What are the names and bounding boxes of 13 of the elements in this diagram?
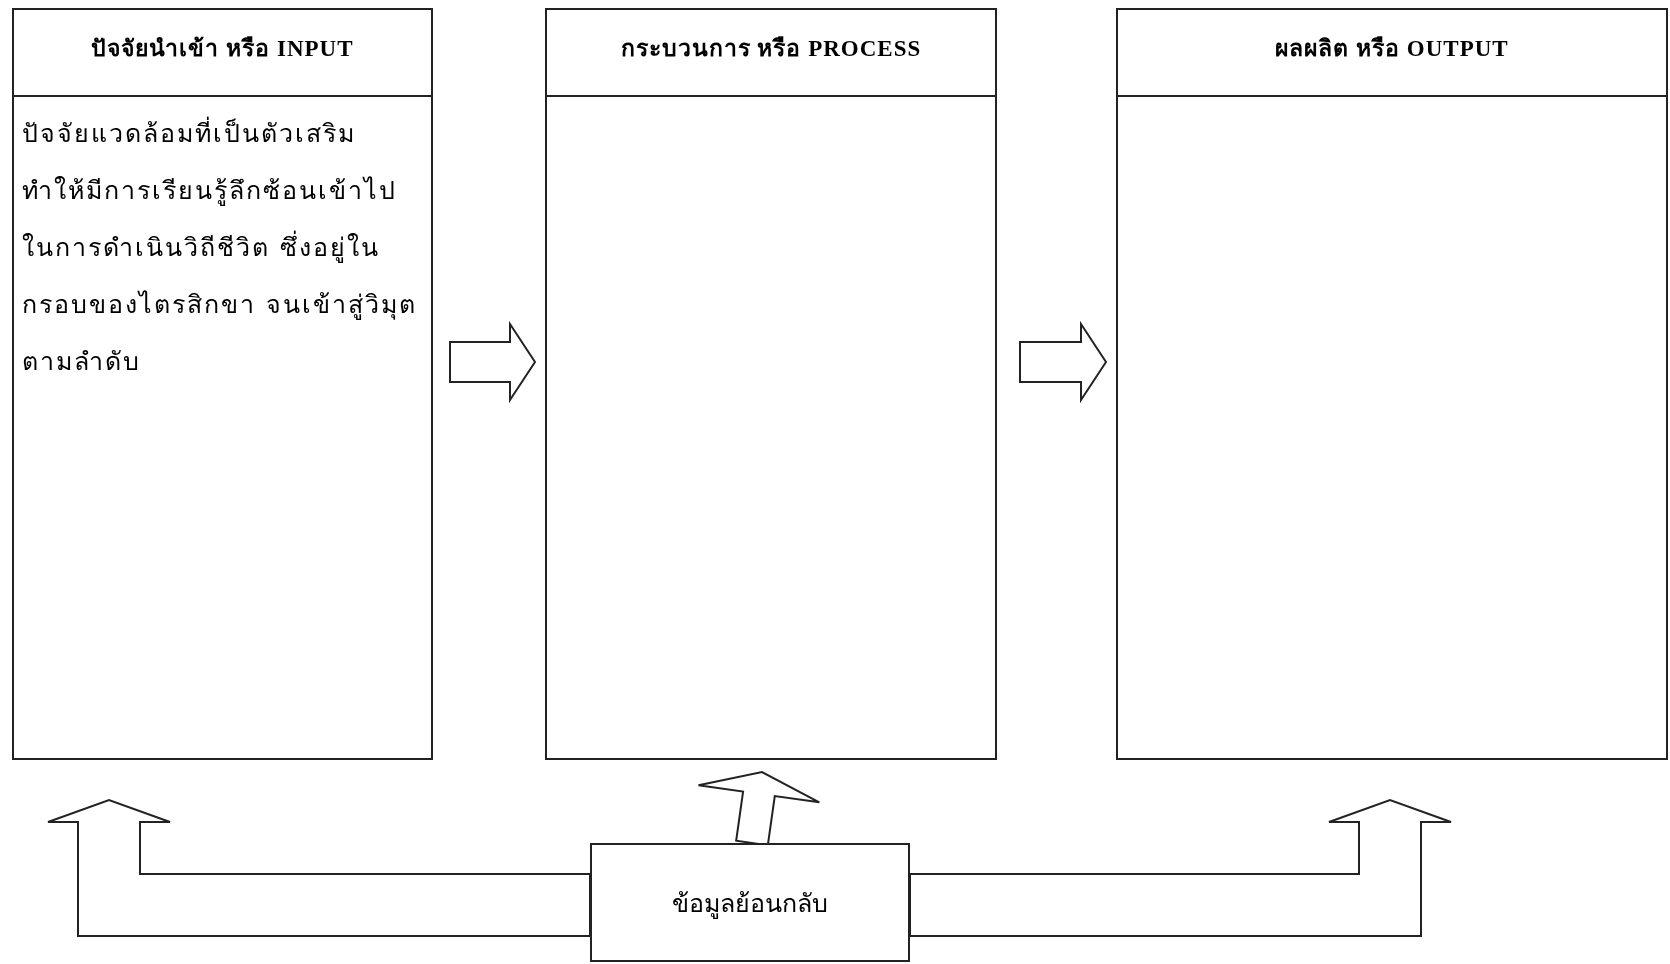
description-text: ปัจจัยแวดล้อมที่เป็นตัวเสริม ทำให้มีการเรียนรู้ลึกซ้อนเข้าไปในการดำเนินวิถีชีวิต ซึ่งอยู่ในกรอบของไตรสิกขา จนเข้าสู่วิมุตตามลำดับ: [14, 97, 431, 390]
block-arrow: [449, 320, 537, 404]
column-heading: ผลผลิต หรือ OUTPUT: [1275, 35, 1509, 63]
feedback-box: [590, 843, 910, 962]
column-heading: ปัจจัยนำเข้า หรือ INPUT: [91, 35, 354, 63]
column-box: [12, 8, 433, 760]
feedback-label: ข้อมูลย้อนกลับ: [672, 887, 828, 921]
column-heading: กระบวนการ หรือ PROCESS: [620, 35, 922, 63]
column-box: [545, 8, 997, 760]
block-arrow: [1019, 320, 1108, 404]
block-arrow: [909, 798, 1452, 937]
column-box: [1116, 8, 1668, 760]
block-arrow: [47, 798, 591, 937]
